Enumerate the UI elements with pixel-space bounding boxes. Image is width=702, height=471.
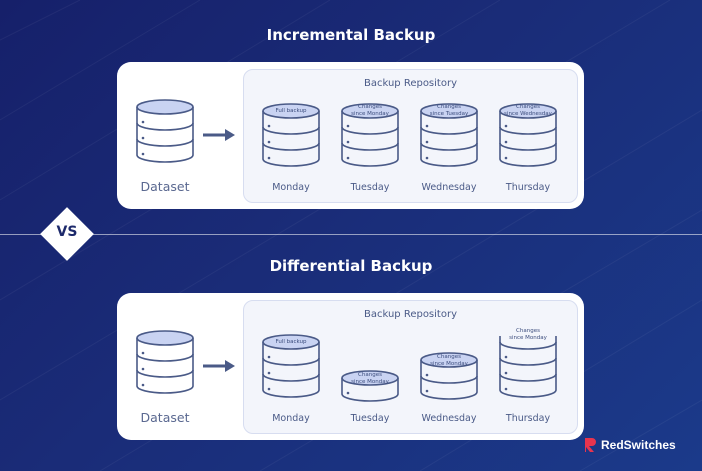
thursday-database-icon (499, 336, 557, 398)
dataset-database-icon (136, 330, 194, 394)
tuesday-label: Tuesday (350, 413, 390, 424)
monday-caption: Full backup (275, 108, 307, 114)
tuesday-database-icon (341, 370, 399, 402)
dataset-database-icon (136, 99, 194, 163)
wednesday-label: Wednesday (421, 413, 477, 424)
monday-database-icon (262, 334, 320, 398)
divider-line (0, 234, 702, 235)
thursday-label: Thursday (505, 413, 551, 424)
repository-title: Backup Repository (363, 309, 457, 320)
tuesday-caption: Changes since Monday (351, 104, 389, 117)
wednesday-database-icon (420, 352, 478, 400)
backup-repository: Backup Repository Full backup Monday Cha… (243, 300, 578, 434)
differential-title: Differential Backup (269, 257, 433, 275)
dataset-label: Dataset (140, 410, 190, 425)
wednesday-caption: Changes since Tuesday (429, 104, 469, 117)
brand-logo: RedSwitches (583, 436, 676, 454)
dataset-label: Dataset (140, 179, 190, 194)
tuesday-label: Tuesday (350, 182, 390, 193)
monday-label: Monday (272, 413, 310, 424)
wednesday-label: Wednesday (421, 182, 477, 193)
thursday-label: Thursday (505, 182, 551, 193)
redswitches-logo-icon (585, 438, 596, 452)
incremental-panel: Dataset Backup Repository Full backup Mo… (117, 62, 584, 209)
repository-title: Backup Repository (363, 78, 457, 89)
vs-label: VS (56, 224, 78, 240)
arrow-icon (203, 360, 235, 372)
thursday-caption: Changes since Monday (509, 328, 547, 341)
incremental-title: Incremental Backup (266, 26, 436, 44)
tuesday-caption: Changes since Monday (351, 372, 389, 385)
wednesday-database-icon (420, 103, 478, 167)
backup-repository: Backup Repository Full backup Monday Cha… (243, 69, 578, 203)
monday-label: Monday (272, 182, 310, 193)
differential-panel: Dataset Backup Repository Full backup Mo… (117, 293, 584, 440)
thursday-database-icon (499, 103, 557, 167)
wednesday-caption: Changes since Monday (430, 354, 468, 367)
monday-caption: Full backup (275, 339, 307, 345)
monday-database-icon (262, 103, 320, 167)
brand-name: RedSwitches (601, 438, 676, 452)
tuesday-database-icon (341, 103, 399, 167)
arrow-icon (203, 129, 235, 141)
thursday-caption: Changes since Wednesday (504, 104, 552, 117)
